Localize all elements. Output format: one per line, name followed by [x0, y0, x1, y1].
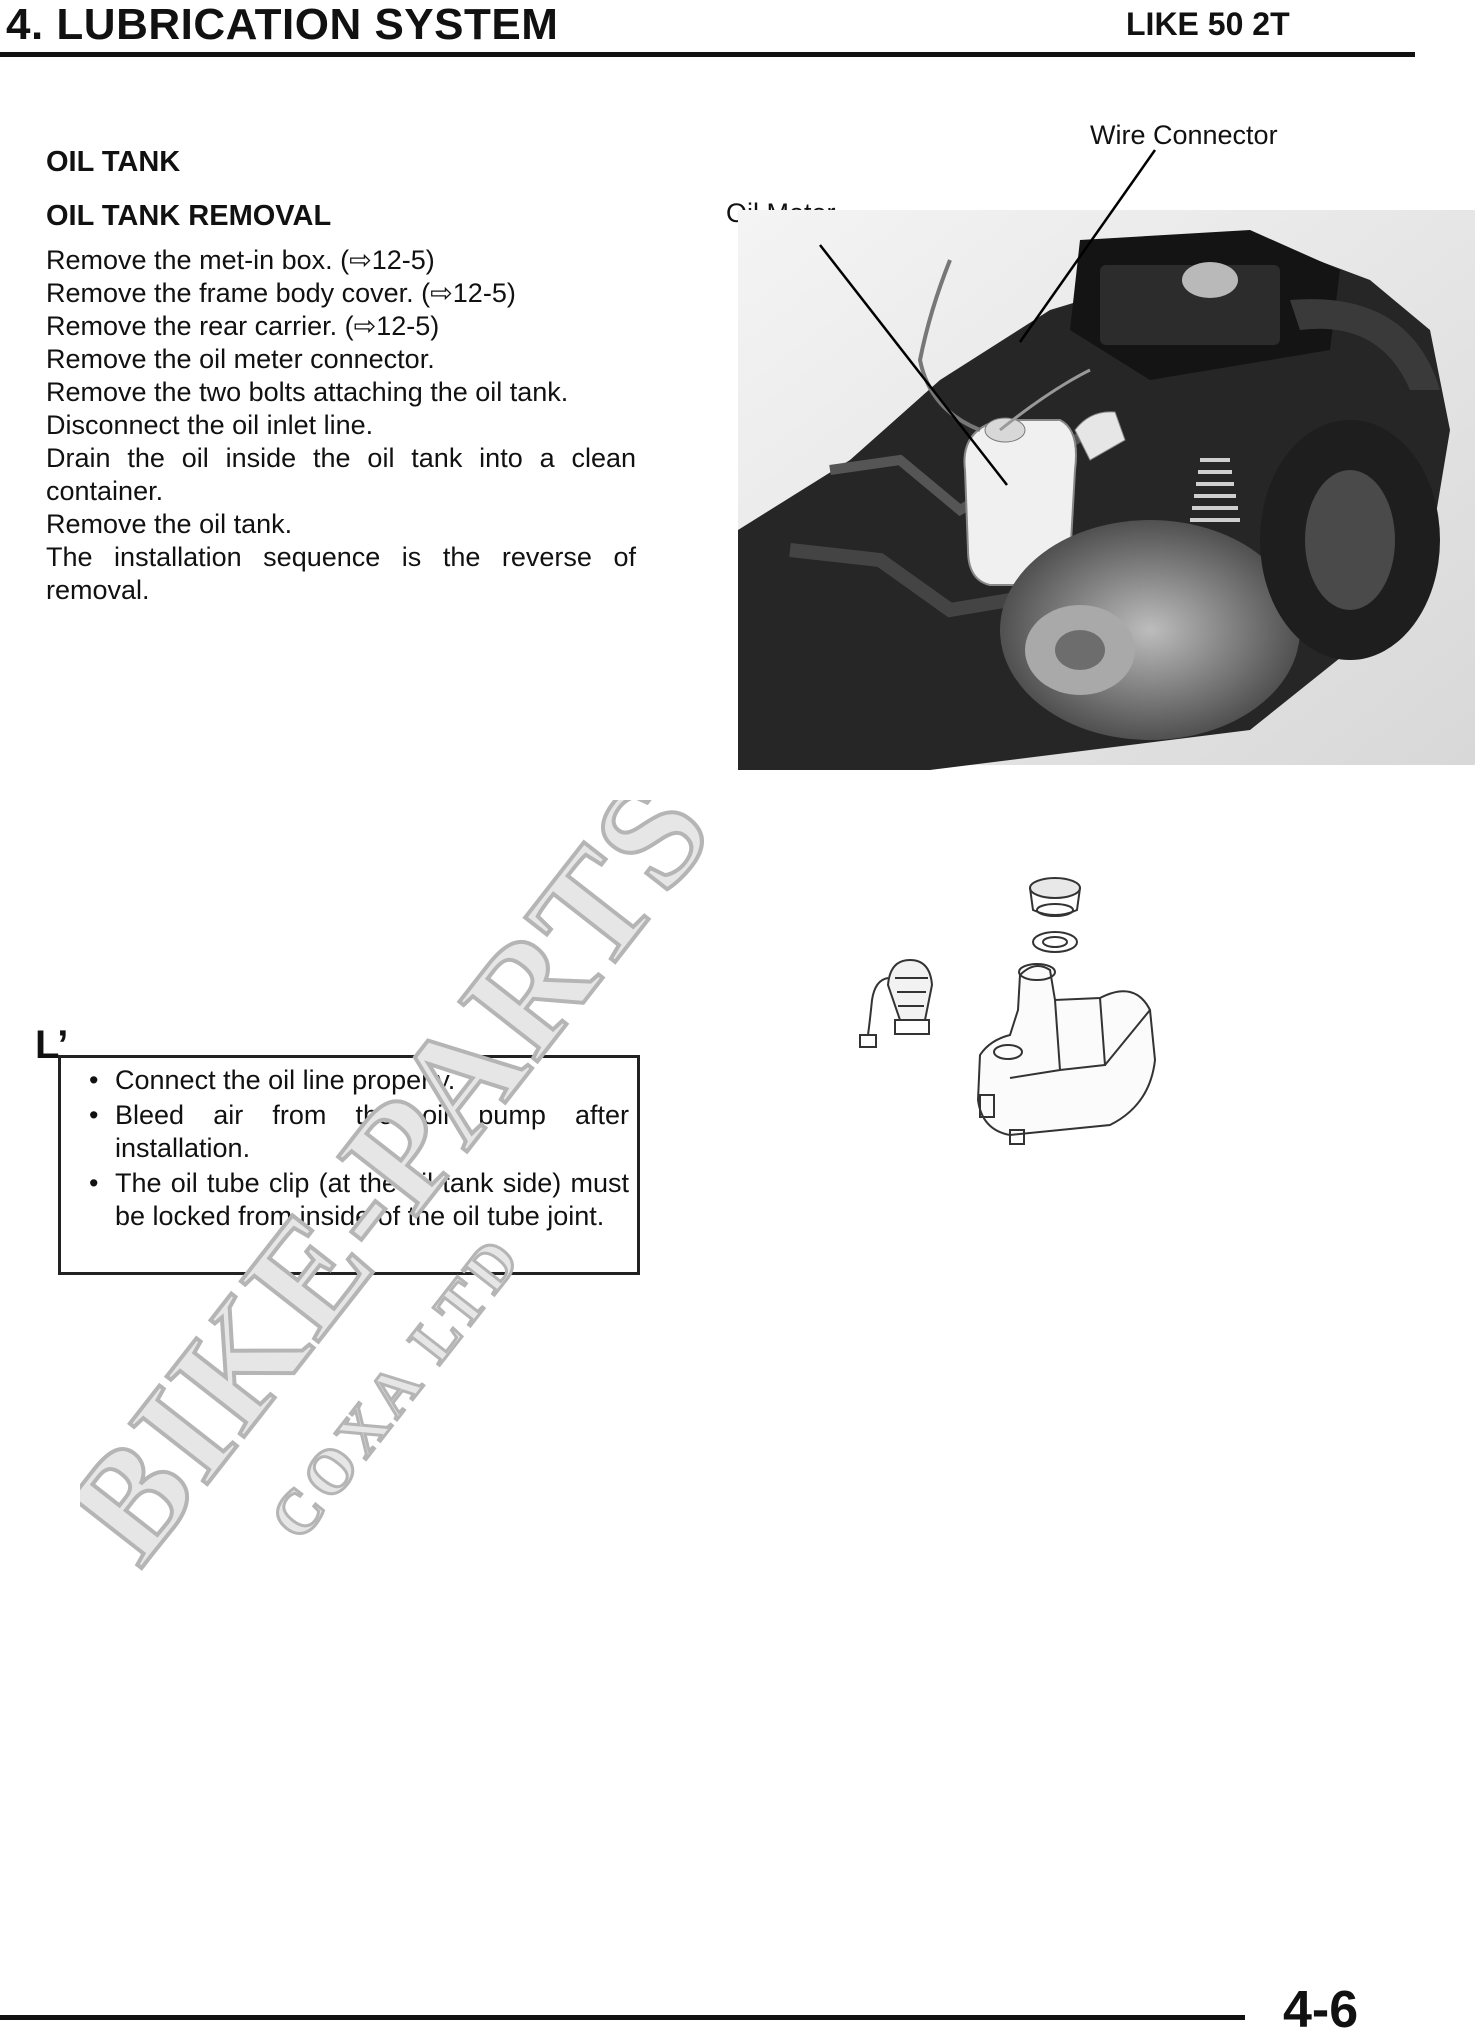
note-item: Bleed air from the oil pump after instal… — [89, 1099, 629, 1165]
step-text: Disconnect the oil inlet line. — [46, 410, 374, 440]
oil-tank-parts-diagram — [859, 877, 1157, 1145]
step-text: Remove the met-in box. (⇨12-5) — [46, 245, 435, 275]
header-divider — [0, 52, 1415, 57]
page-header-title: 4. LUBRICATION SYSTEM — [6, 0, 559, 49]
model-name: LIKE 50 2T — [1126, 6, 1290, 42]
scooter-frame-photo — [738, 149, 1475, 770]
page-number: 4-6 — [1283, 1981, 1359, 2039]
wire-connector-callout: Wire Connector — [1090, 120, 1278, 150]
step-text: Remove the two bolts attaching the oil t… — [46, 377, 569, 407]
note-item: The oil tube clip (at the oil tank side)… — [89, 1167, 629, 1233]
step-text: Remove the frame body cover. (⇨12-5) — [46, 278, 516, 308]
step-text: Remove the rear carrier. (⇨12-5) — [46, 311, 440, 341]
note-item: Connect the oil line properly. — [89, 1064, 629, 1097]
note-list: Connect the oil line properly. Bleed air… — [61, 1064, 637, 1233]
section-subheading: OIL TANK REMOVAL — [46, 200, 332, 232]
step-text: Drain the oil inside the oil tank into a… — [46, 443, 636, 506]
step-text: The installation sequence is the reverse… — [46, 542, 636, 605]
step-text: Remove the oil meter connector. — [46, 344, 435, 374]
section-heading: OIL TANK — [46, 146, 181, 178]
footer-divider — [0, 2015, 1245, 2020]
step-text: Remove the oil tank. — [46, 509, 293, 539]
removal-steps: Remove the met-in box. (⇨12-5) Remove th… — [46, 244, 636, 607]
caution-mark: L’ — [35, 1023, 69, 1067]
note-box: Connect the oil line properly. Bleed air… — [58, 1055, 640, 1275]
